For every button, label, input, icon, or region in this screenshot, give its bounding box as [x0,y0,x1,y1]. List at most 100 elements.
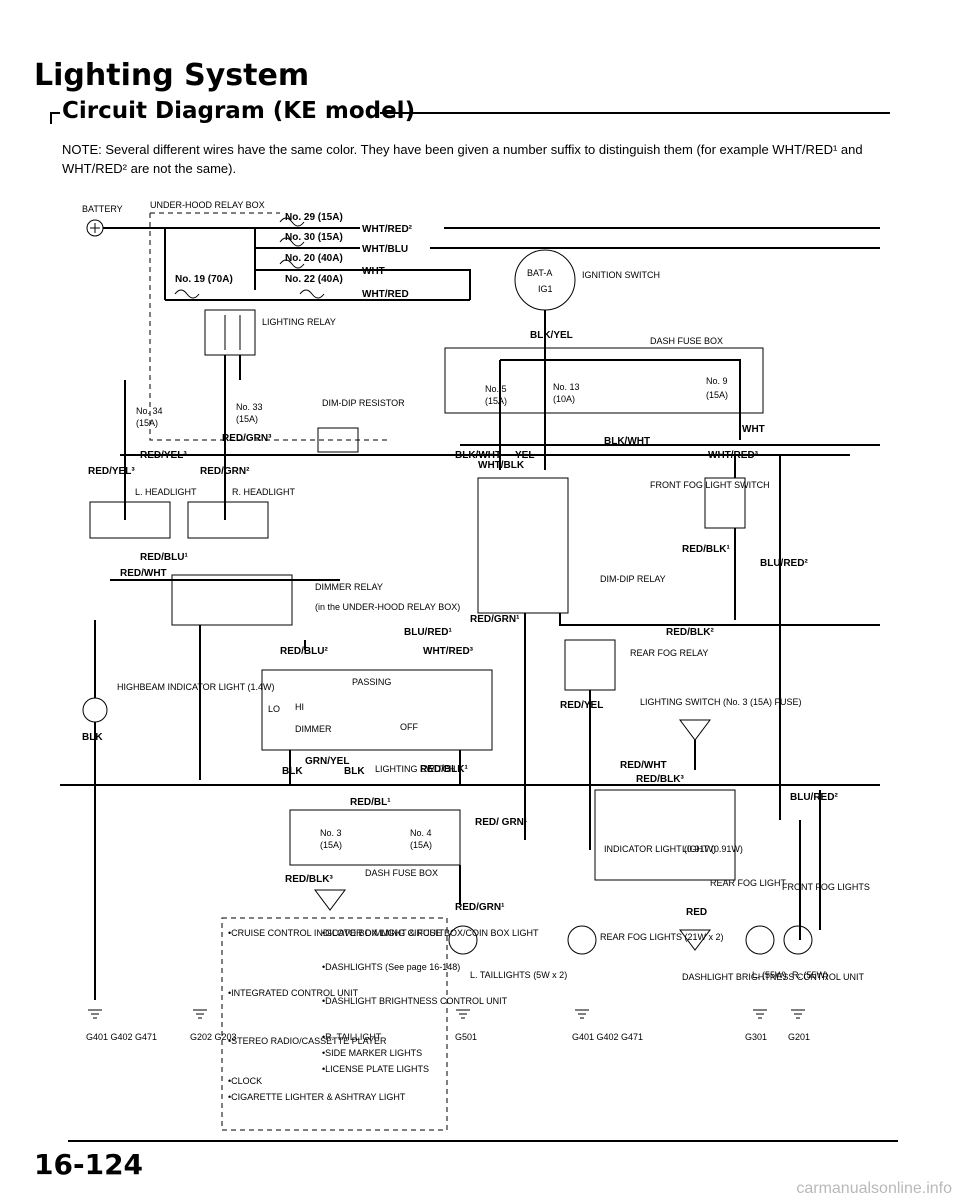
wire-grnyel-label: GRN/YEL [305,756,349,767]
dimmer-relay-note: (in the UNDER-HOOD RELAY BOX) [315,602,460,612]
wire-blk-label: BLK [82,732,103,743]
wire-blkwht-b-label: BLK/WHT [604,436,650,447]
l-55w-label: L. (55W) [752,970,787,980]
wire-redblk3-label: RED/BLK³ [636,774,684,785]
l-headlight-label: L. HEADLIGHT [135,487,197,497]
wire-redyel3-label: RED/YEL³ [140,450,187,461]
rear-fog-light-icon [567,925,597,955]
fuse-3-amp: (15A) [320,840,342,850]
highbeam-indicator-label: HIGHBEAM INDICATOR LIGHT (1.4W) [117,682,275,692]
wire-redblu1-label: RED/BLU¹ [140,552,188,563]
front-fog-lights-label: FRONT FOG LIGHTS [782,882,870,892]
fuse-9-label: No. 9 [706,376,728,386]
wire-whtblk-label: WHT/BLK [478,460,525,471]
ground-301-label: G301 [745,1032,767,1042]
rear-fog-light-label: REAR FOG LIGHT [710,878,787,888]
list-item: •CRUISE CONTROL INDICATOR DIMMING CIRCUI… [228,928,444,938]
dimmer-relay-label: DIMMER RELAY [315,582,383,592]
list-item: •GLOVE BOX LIGHT & FUSE BOX/COIN BOX LIG… [322,928,539,938]
dash-fuse-box2-label: DASH FUSE BOX [365,868,438,878]
dimmer-label: DIMMER [295,724,332,734]
wire-redgrn1c-label: RED/GRN¹ [455,902,505,913]
rear-fog-relay-label: REAR FOG RELAY [630,648,708,658]
wire-redgrn1b-label: RED/ GRN¹ [475,817,528,828]
wire-whtred3b-label: WHT/RED³ [423,646,474,657]
lighting-switch-label: LIGHTING SWITCH [375,764,456,774]
hi-label: HI [295,702,304,712]
rear-fog-lights-label: REAR FOG LIGHTS (21W x 2) [600,932,724,942]
wire-redwht-label: RED/WHT [120,568,167,579]
wire-redblk1-label: RED/BLK¹ [682,544,730,555]
highbeam-indicator-icon [82,697,108,723]
wire-blured1-label: BLU/RED¹ [404,627,452,638]
fuse-4-label: No. 4 [410,828,432,838]
wire-wht2-label: WHT [742,424,765,435]
ground-201-label: G201 [788,1032,810,1042]
ignition-switch-icon [514,249,576,311]
list-item: •DASHLIGHTS (See page 16-148) [322,962,460,972]
list-item: •INTEGRATED CONTROL UNIT [228,988,359,998]
list-item: •LICENSE PLATE LIGHTS [322,1064,429,1074]
light-091-label: LIGHT (0.91W) [682,844,743,854]
wire-blk3-label: BLK [344,766,365,777]
fuse-33-label: No. 33 [236,402,263,412]
lo-label: LO [268,704,280,714]
battery-label: BATTERY [82,204,123,214]
fuse-19-label: No. 19 (70A) [175,274,233,285]
section-rule-left [50,112,60,114]
fuse-4-amp: (15A) [410,840,432,850]
lighting-switch-fuse-label: LIGHTING SWITCH (No. 3 (15A) FUSE) [640,697,802,707]
r-headlight-icon [187,501,269,539]
dimdip-resistor-label: DIM-DIP RESISTOR [322,398,405,408]
dimdip-relay-label: DIM-DIP RELAY [600,574,666,584]
ignition-ig1-label: IG1 [538,284,553,294]
footer-rule [68,1140,898,1142]
wire-whtred2-label: WHT/RED² [362,224,413,235]
fuse-9-amp: (15A) [706,390,728,400]
list-item: •STEREO RADIO/CASSETTE PLAYER [228,1036,387,1046]
wire-redgrn2-label: RED/GRN² [200,466,250,477]
wire-redgrn1-label: RED/GRN¹ [470,614,520,625]
lighting-relay-label: LIGHTING RELAY [262,317,336,327]
list-item: •CIGARETTE LIGHTER & ASHTRAY LIGHT [228,1092,406,1102]
wire-redblu2-label: RED/BLU² [280,646,328,657]
wire-redyel3b-label: RED/YEL³ [88,466,135,477]
wire-blk2-label: BLK [282,766,303,777]
l-taillights-label: L. TAILLIGHTS (5W x 2) [470,970,567,980]
wire-whtred3-label: WHT/RED³ [708,450,759,461]
watermark: carmanualsonline.info [796,1180,952,1197]
ignition-bat-label: BAT-A [527,268,552,278]
fuse-30-label: No. 30 (15A) [285,232,343,243]
wire-wht-label: WHT [362,266,385,277]
passing-label: PASSING [352,677,391,687]
ground-mid-label: G401 G402 G471 [572,1032,643,1042]
fuse-5-label: No. 5 [485,384,507,394]
ground-501-label: G501 [455,1032,477,1042]
component-list-col1: •CRUISE CONTROL INDICATOR DIMMING CIRCUI… [228,928,444,1102]
wire-redgrn3-label: RED/GRN³ [222,433,272,444]
section-rule-right [380,112,890,114]
indicator-light-label: INDICATOR LIGHT (0.91W) [604,844,716,854]
r-55w-label: R. (55W) [792,970,828,980]
fuse-20-label: No. 20 (40A) [285,253,343,264]
fuse-13-label: No. 13 [553,382,580,392]
wire-redbl1-label: RED/BL¹ [350,797,391,808]
wire-blkyel-label: BLK/YEL [530,330,573,341]
fuse-34-amp: (15A) [136,418,158,428]
fuse-29-label: No. 29 (15A) [285,212,343,223]
wire-blured2-label: BLU/RED² [760,558,808,569]
list-item: •R. TAILLIGHT [322,1032,382,1042]
fuse-22-label: No. 22 (40A) [285,274,343,285]
list-item: •CLOCK [228,1076,262,1086]
fuse-5-amp: (15A) [485,396,507,406]
component-list-col2: •GLOVE BOX LIGHT & FUSE BOX/COIN BOX LIG… [322,928,539,1074]
lighting-switch-box [261,669,493,751]
section-title: Circuit Diagram (KE model) [62,98,416,124]
dash-fuse-box-label: DASH FUSE BOX [650,336,723,346]
wire-whtblu-label: WHT/BLU [362,244,408,255]
l-front-fog-icon [745,925,775,955]
dashlight-ctrl-label: DASHLIGHT BRIGHTNESS CONTROL UNIT [682,972,865,982]
section-rule-left-vertical [50,112,52,124]
ignition-switch-label: IGNITION SWITCH [582,270,660,280]
fuse-34-label: No. 34 [136,406,163,416]
